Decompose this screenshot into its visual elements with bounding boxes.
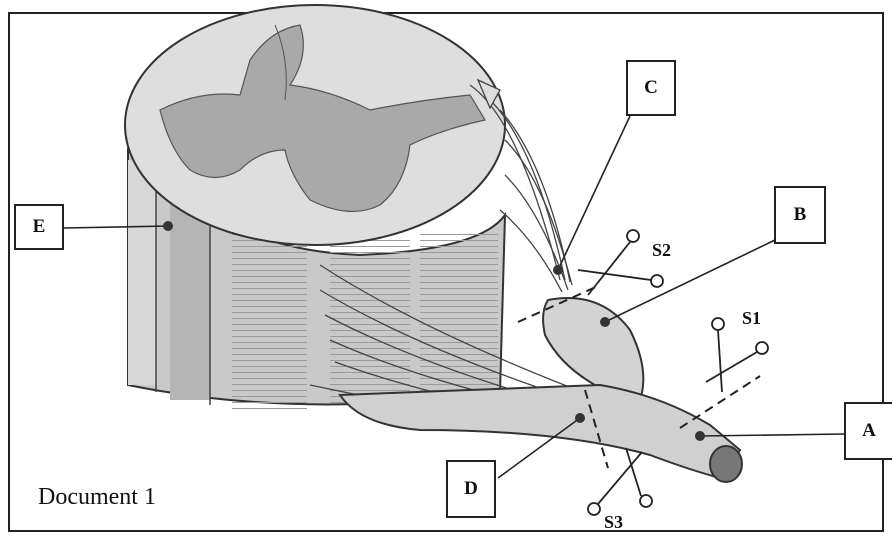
label-s1: S1	[742, 308, 761, 329]
nerve-cut-end	[710, 446, 742, 482]
scissors-s3-icon	[588, 448, 652, 515]
scissors-s1-icon	[706, 318, 768, 392]
label-s3: S3	[604, 512, 623, 533]
label-b: B	[774, 186, 826, 244]
label-d: D	[446, 460, 496, 518]
spinal-nerve	[340, 385, 740, 478]
label-s2: S2	[652, 240, 671, 261]
label-e: E	[14, 204, 64, 250]
label-c: C	[626, 60, 676, 116]
document-caption: Document 1	[38, 484, 156, 511]
cross-section	[125, 5, 505, 245]
label-a: A	[844, 402, 892, 460]
scissors-s2-icon	[578, 230, 663, 295]
